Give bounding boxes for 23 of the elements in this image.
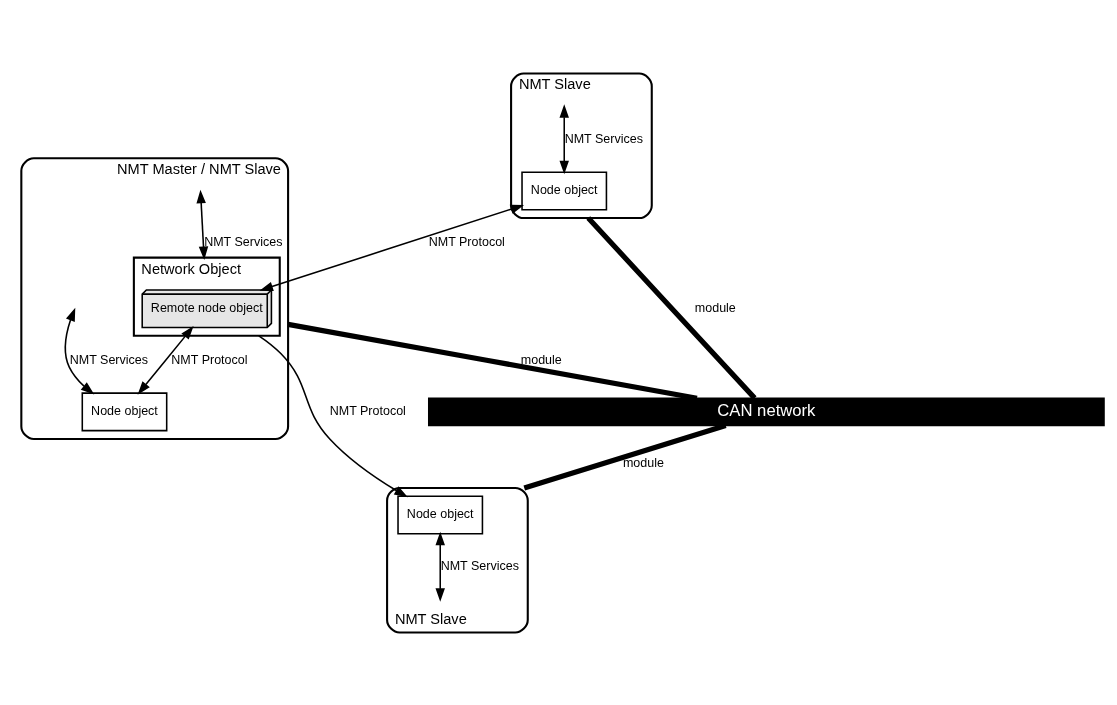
- arrow: [435, 531, 445, 602]
- node-box: Node object: [521, 170, 608, 210]
- connector: [287, 321, 698, 401]
- node-box: Node object: [81, 391, 168, 431]
- arrow: [137, 325, 194, 395]
- edge-label: NMT Protocol: [171, 352, 248, 367]
- arrow: [196, 189, 209, 260]
- node-box: Node object: [397, 495, 484, 535]
- arrow: [259, 204, 525, 291]
- edge-label: NMT Services: [204, 234, 283, 249]
- edge-label: NMT Protocol: [329, 403, 406, 418]
- edge-label: module: [622, 455, 664, 470]
- arrow: [258, 334, 408, 497]
- arrow: [559, 103, 569, 174]
- edge-label: NMT Services: [564, 131, 643, 146]
- edge-label: module: [520, 352, 562, 367]
- arrow: [64, 307, 95, 395]
- node-box: CAN network: [428, 397, 1105, 426]
- connector: [586, 215, 757, 400]
- edge-label: NMT Services: [440, 558, 519, 573]
- edge-label: NMT Services: [69, 352, 148, 367]
- edge-label: module: [694, 300, 736, 315]
- edge-label: NMT Protocol: [428, 234, 505, 249]
